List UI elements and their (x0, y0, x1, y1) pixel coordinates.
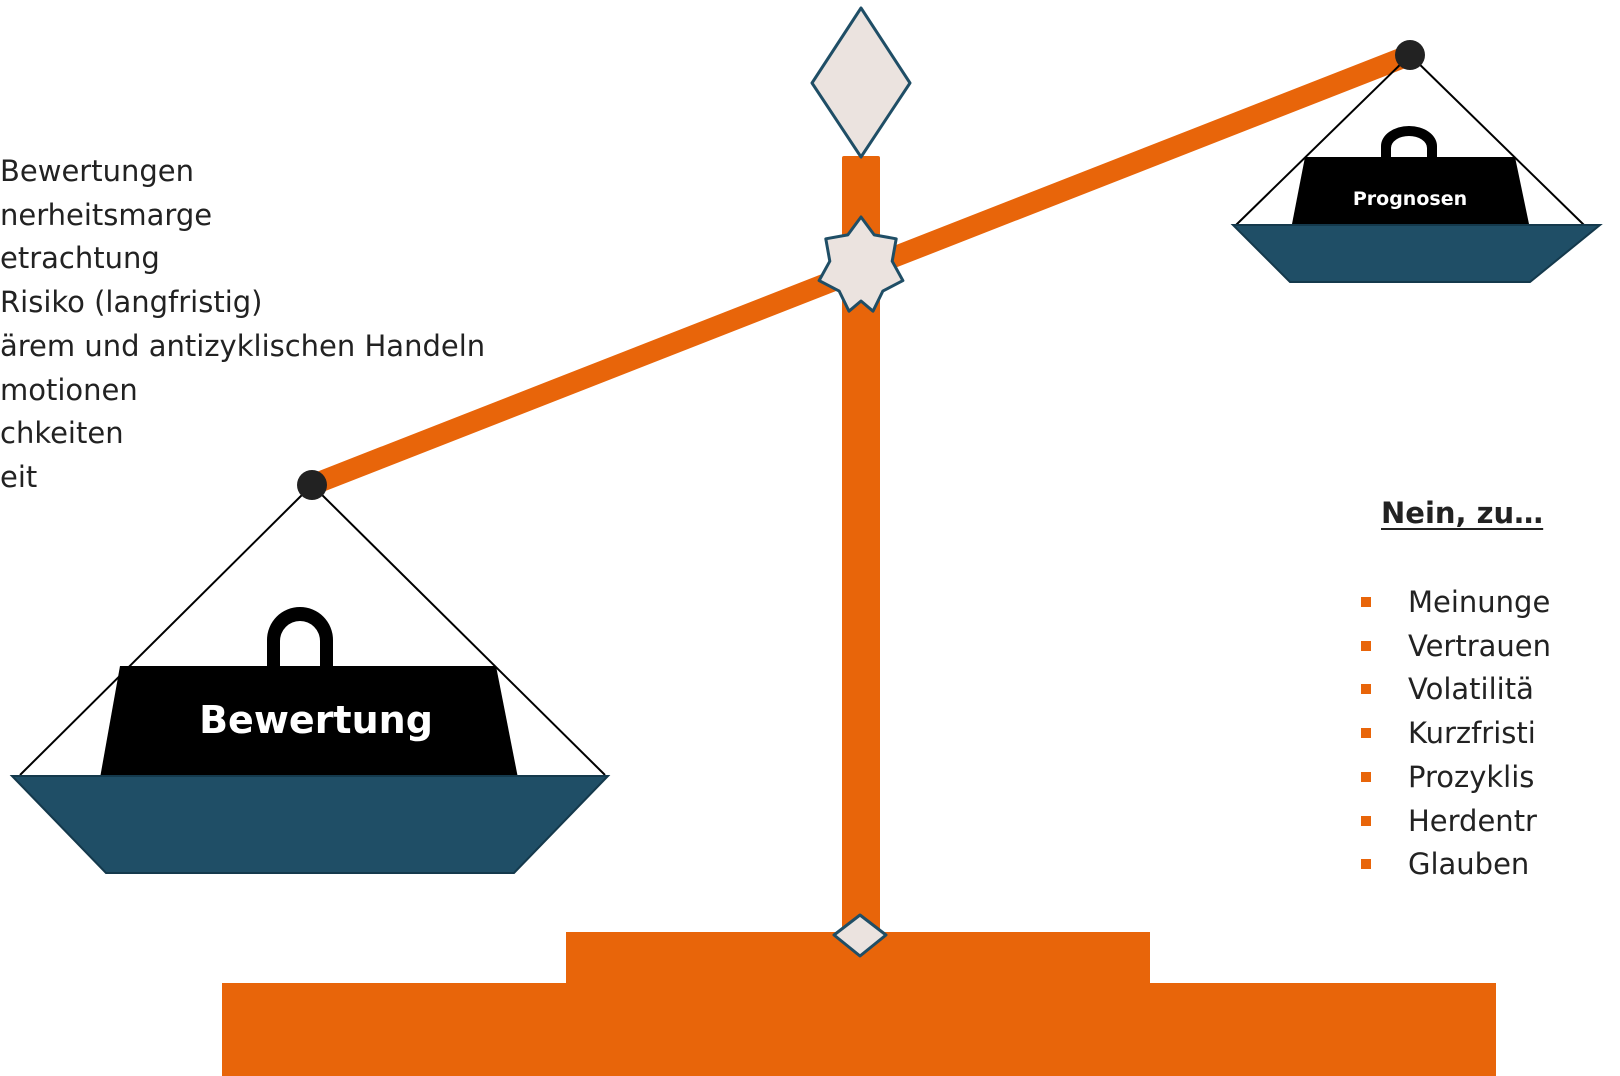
list-item-label: Vertrauen (1408, 628, 1552, 663)
weight-icon (1292, 157, 1529, 224)
right-pan-string-left (1235, 54, 1411, 226)
square-bullet-icon (1361, 597, 1371, 607)
right-weight: Prognosen (1292, 126, 1529, 224)
right-scale-pan (1230, 224, 1603, 283)
right-weight-label: Prognosen (1353, 188, 1467, 210)
right-list-heading: Nein, zu… (1381, 496, 1544, 530)
left-weight-handle (267, 607, 333, 666)
scale-base-bottom (222, 983, 1496, 1076)
list-item: Vertrauen (1361, 625, 1620, 669)
left-pan-string-left (19, 484, 313, 776)
list-item: etrachtung (0, 241, 160, 276)
left-argument-list: Bewertungen nerheitsmarge etrachtung Ris… (0, 150, 485, 500)
list-item-label: Herdentr (1408, 803, 1537, 838)
left-weight-label: Bewertung (199, 698, 433, 742)
left-weight: Bewertung (100, 607, 518, 778)
list-item: eit (0, 459, 38, 494)
list-item-label: Volatilitä (1408, 672, 1534, 707)
list-item: Prozyklis (1361, 756, 1620, 800)
square-bullet-icon (1361, 640, 1371, 651)
list-item-label: Prozyklis (1408, 759, 1535, 794)
right-pan-string-right (1409, 54, 1585, 226)
list-item-label: Glauben (1408, 847, 1530, 882)
list-item: Bewertungen (0, 154, 194, 188)
square-bullet-icon (1361, 815, 1371, 826)
square-bullet-icon (1361, 728, 1371, 739)
left-pan-string-right (311, 484, 606, 776)
right-pivot-dot (1395, 40, 1425, 70)
list-item: Meinunge (1361, 581, 1620, 625)
list-item: Kurzfristi (1361, 712, 1620, 756)
list-item-label: Kurzfristi (1408, 716, 1536, 751)
right-argument-list: Meinunge Vertrauen Volatilitä Kurzfristi… (1361, 581, 1620, 887)
scale-pillar (842, 156, 880, 940)
right-argument-block: Nein, zu… Meinunge Vertrauen Volatilitä … (1361, 496, 1620, 887)
list-item-label: Meinunge (1408, 585, 1551, 619)
left-scale-pan (9, 775, 611, 874)
bottom-diamond-ornament (832, 913, 888, 958)
right-weight-handle (1381, 126, 1437, 157)
list-item: Volatilitä (1361, 668, 1620, 712)
top-diamond-ornament (810, 6, 912, 159)
list-item: nerheitsmarge (0, 197, 213, 232)
square-bullet-icon (1361, 859, 1371, 870)
pivot-star-ornament (817, 215, 905, 313)
list-item: motionen (0, 372, 138, 407)
square-bullet-icon (1361, 771, 1371, 782)
list-item: Risiko (langfristig) (0, 285, 263, 320)
list-item: Glauben (1361, 843, 1620, 887)
left-pivot-dot (297, 470, 327, 500)
list-item: ärem und antizyklischen Handeln (0, 328, 486, 363)
weight-icon (100, 666, 518, 778)
list-item: chkeiten (0, 416, 124, 451)
list-item: Herdentr (1361, 800, 1620, 844)
square-bullet-icon (1361, 684, 1371, 695)
